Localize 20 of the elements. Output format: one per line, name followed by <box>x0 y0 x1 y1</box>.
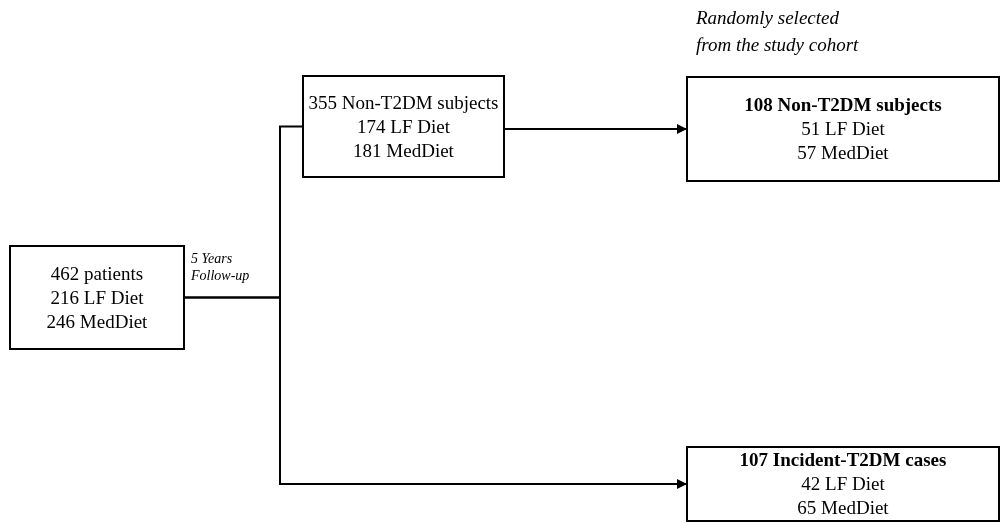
box-text: 51 LF Diet <box>801 117 885 141</box>
note-text: Randomly selected from the study cohort <box>696 6 860 57</box>
process-box <box>302 75 505 178</box>
box-text: 42 LF Diet <box>801 472 885 496</box>
connector-arrow <box>184 296 687 489</box>
follow-up-note: 5 Years Follow-up <box>191 250 251 284</box>
box-text: 65 MedDiet <box>797 496 889 520</box>
box-text: 174 LF Diet <box>357 114 450 139</box>
box-text: 246 MedDiet <box>46 309 148 334</box>
process-box <box>9 245 185 350</box>
connector-arrow <box>504 124 687 134</box>
box-text: 355 Non-T2DM subjects <box>308 90 499 115</box>
box-text: 107 Incident-T2DM cases <box>739 448 947 472</box>
box-text: 108 Non-T2DM subjects <box>744 93 942 117</box>
process-box <box>686 76 1000 182</box>
box-text: 462 patients <box>50 261 144 286</box>
box-text: 57 MedDiet <box>797 141 889 165</box>
box-text: 181 MedDiet <box>353 138 454 163</box>
box-text: 216 LF Diet <box>50 285 144 310</box>
process-box <box>686 446 1000 522</box>
